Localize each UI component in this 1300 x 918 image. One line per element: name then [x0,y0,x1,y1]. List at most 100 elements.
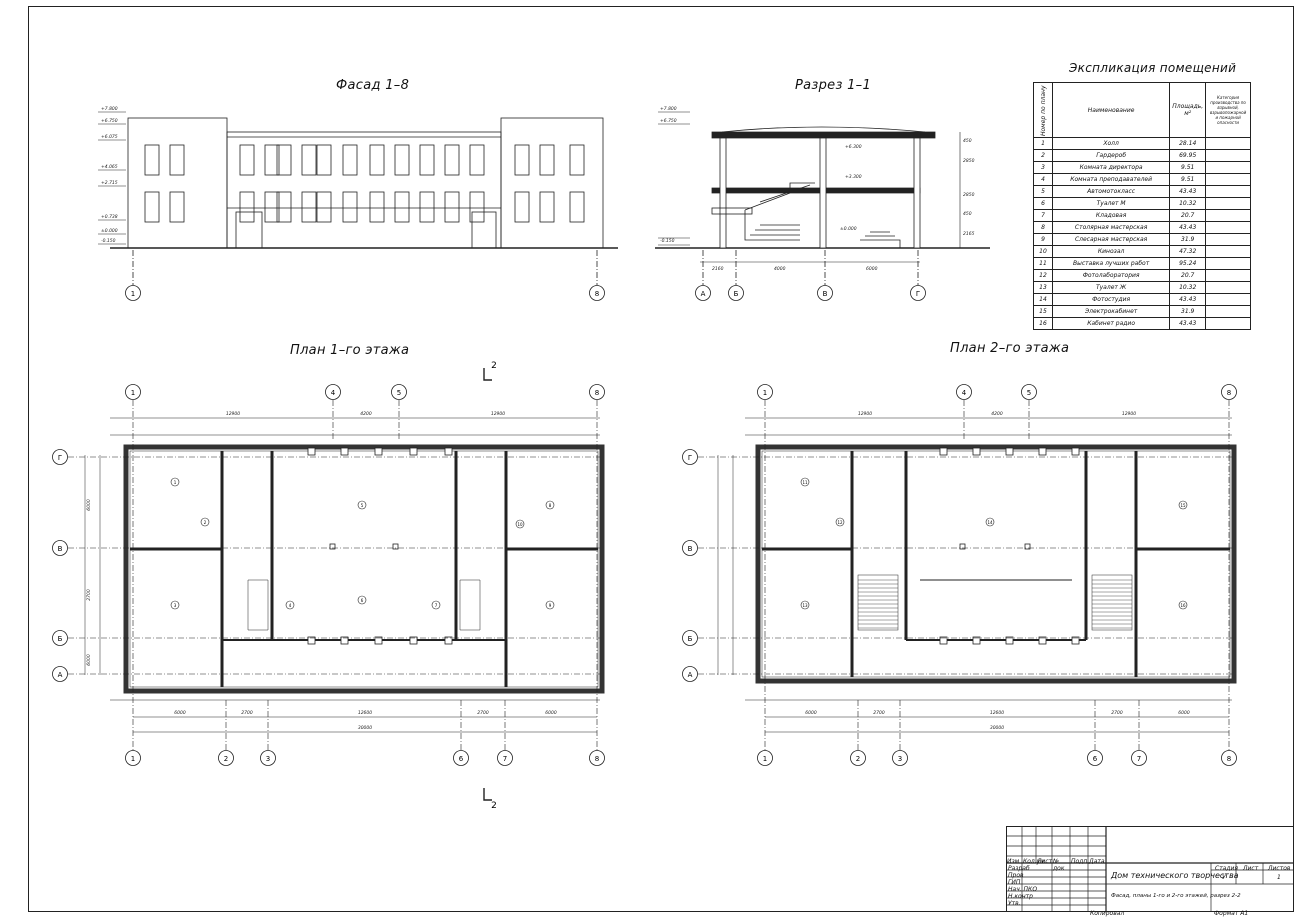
facade-levels [98,111,126,245]
plan1-cut-mark-bottom: 2 [491,801,497,811]
facade-level-5: +0.738 [101,214,118,220]
plan1-axis-side-b: Б [58,635,63,643]
plan1-room-markers [170,477,555,610]
room-name: Кабинет радио [1051,317,1171,330]
plan1-axis-top-1: 1 [131,389,135,397]
room-number: 16 [1033,317,1053,330]
room-category [1205,245,1251,258]
facade-window [514,191,530,223]
plan2-dim-overall-1: 4200 [991,411,1003,417]
plan2-axis-labels: 1 4 5 8 1 2 3 6 7 8 Г В Б А [688,389,1232,763]
room-category [1205,197,1251,210]
section-vdim-0: 450 [963,138,972,144]
room-area: 10.32 [1169,197,1207,210]
section-axis-g: Г [916,290,920,298]
section-axis-v: В [823,290,828,298]
plan2-column [1071,636,1080,645]
facade-window [444,191,460,223]
facade-window [144,144,160,176]
plan2-room-15: 15 [1180,503,1186,508]
room-category [1205,161,1251,174]
plan2-axis-bottom-1: 1 [763,755,767,763]
plan1-axis-top-4: 4 [331,389,336,397]
section-axis-b: Б [734,290,739,298]
section-axis-a: А [701,290,706,298]
explication-header-category: Категория производства по взрывной, взры… [1205,82,1251,138]
facade-level-7: -0.150 [101,238,116,244]
plan1-dim-bottom-2: 12600 [358,710,372,716]
room-category [1205,137,1251,150]
stamp-role-1: Пров [1008,872,1024,879]
facade-drawing [98,111,618,301]
title-block: Изм Кол.уч Лист № док Подп. Дата Разраб … [1005,825,1294,912]
facade-window [419,144,435,176]
plan1-column [392,543,399,550]
plan1-dim-bottom-3: 2700 [477,710,489,716]
plan2-axis-top-1: 1 [763,389,767,397]
stamp-col-sign: Подп. [1071,858,1090,865]
plan1-room-8: 8 [549,503,552,508]
stamp-sheet-title: Фасад, планы 1-го и 2-го этажей, разрез … [1111,893,1241,899]
stamp-format: Формат А1 [1214,910,1249,917]
plan2-room-16: 16 [1180,603,1186,608]
plan2-drawing [682,384,1237,766]
plan1-column [340,636,349,645]
room-name: Гардероб [1051,149,1171,162]
stamp-role-2: ГИП [1008,879,1021,886]
plan2-axis-bottom-2: 2 [856,755,860,763]
facade-window [239,144,255,176]
plan2-dim-bottom-4: 6000 [1178,710,1190,716]
plan1-axis-side-g: Г [58,454,62,462]
plan2-column [972,636,981,645]
plan2-dim-bottom-0: 6000 [805,710,817,716]
plan2-axis-top-5: 5 [1027,389,1031,397]
plan1-dim-bottom-4: 6000 [545,710,557,716]
plan1-axis-bottom-2: 2 [224,755,228,763]
room-category [1205,185,1251,198]
room-name: Туалет М [1051,197,1171,210]
room-area: 43.43 [1169,317,1207,330]
stamp-header-row: Изм Кол.уч Лист № док Подп. Дата [1007,858,1107,872]
plan2-room-14: 14 [987,520,993,525]
room-area: 9.51 [1169,173,1207,186]
plan2-column [1038,447,1047,456]
room-name: Кладовая [1051,209,1171,222]
plan1-dim-overall-1: 4200 [360,411,372,417]
plan1-column [409,447,418,456]
plan2-column [1024,543,1031,550]
plan2-title: План 2–го этажа [950,341,1070,356]
stamp-col-doc: № док [1053,858,1065,872]
stamp-sheet-label: Лист [1243,865,1259,872]
stamp-stage: У [1222,874,1226,881]
stamp-col-kol: Кол.уч [1023,858,1044,865]
plan2-dim-overall-2: 12900 [1122,411,1136,417]
plan1-title: План 1–го этажа [290,343,410,358]
room-category [1205,209,1251,222]
facade-window [394,144,410,176]
stamp-col-date: Дата [1089,858,1105,865]
section-vdim-2: 2850 [963,192,975,198]
plan1-axis-bottom-7: 7 [503,755,507,763]
room-area: 95.24 [1169,257,1207,270]
room-area: 20.7 [1169,269,1207,282]
plan1-axis-side-v: В [58,545,63,553]
room-number: 9 [1033,233,1053,246]
plan1-room-5: 5 [361,503,364,508]
facade-window [264,191,280,223]
stamp-copied: Копировал [1090,910,1125,917]
facade-level-3: +4.065 [101,164,118,170]
plan1-axis-labels: 1 4 5 8 1 2 3 6 7 8 Г В Б А 2 2 [58,361,600,811]
facade-level-6: ±0.000 [101,228,118,234]
stamp-stage-label: Стадия [1215,865,1239,872]
facade-window [276,144,292,176]
plan1-dim-total: 30000 [358,725,372,731]
facade-level-2: +6.075 [101,134,118,140]
room-number: 7 [1033,209,1053,222]
stamp-sheets-label: Листов [1268,865,1291,872]
